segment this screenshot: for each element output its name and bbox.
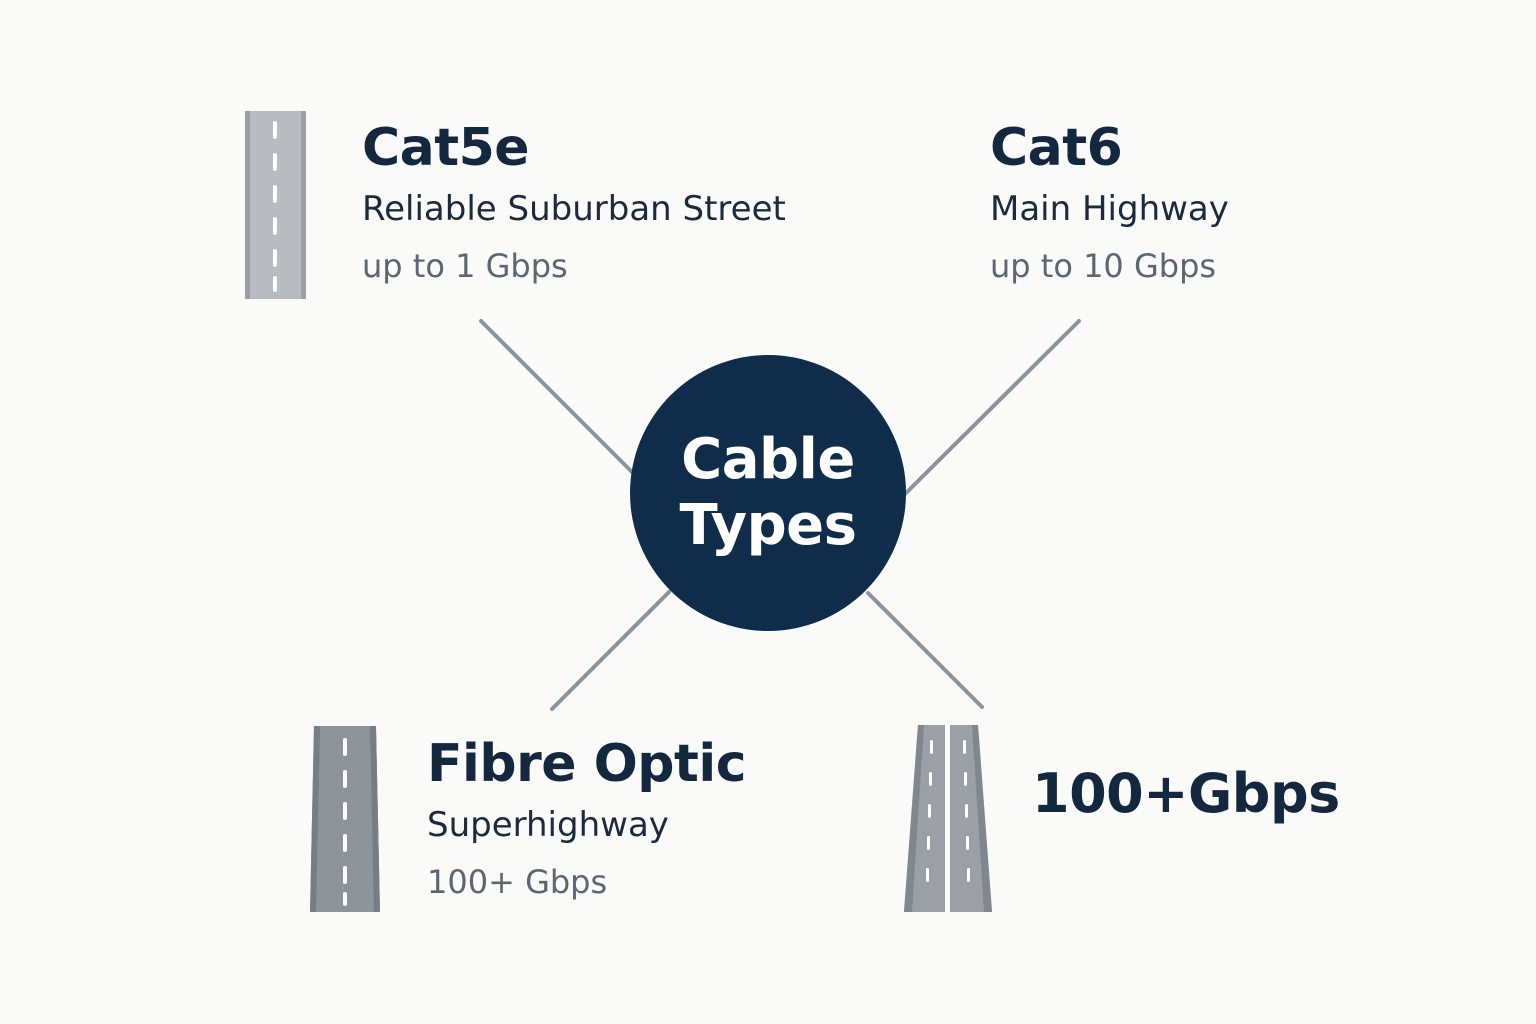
cable-speed: 100+ Gbps — [427, 863, 608, 901]
hub-circle: Cable Types — [630, 355, 906, 631]
cable-speed: up to 10 Gbps — [990, 247, 1217, 285]
cable-speed: up to 1 Gbps — [362, 247, 568, 285]
cable-name: Fibre Optic — [427, 734, 747, 794]
connector-cat5e — [479, 319, 635, 475]
connector-hundred — [866, 591, 984, 709]
cable-name-100gbps: 100+Gbps — [1032, 762, 1340, 825]
cable-description: Reliable Suburban Street — [362, 189, 786, 229]
cable-name: Cat5e — [362, 118, 530, 178]
connector-cat6 — [903, 319, 1081, 496]
cable-description: Main Highway — [990, 189, 1229, 229]
cable-cat6: Cat6 Main Highway up to 10 Gbps — [990, 118, 1229, 286]
cable-cat5e: Cat5e Reliable Suburban Street up to 1 G… — [362, 118, 786, 286]
cable-fibre-optic: Fibre Optic Superhighway 100+ Gbps — [427, 734, 747, 902]
connector-fibre — [550, 590, 671, 711]
hub-title: Cable Types — [679, 427, 857, 558]
cable-description: Superhighway — [427, 805, 669, 845]
cable-name: Cat6 — [990, 118, 1123, 178]
